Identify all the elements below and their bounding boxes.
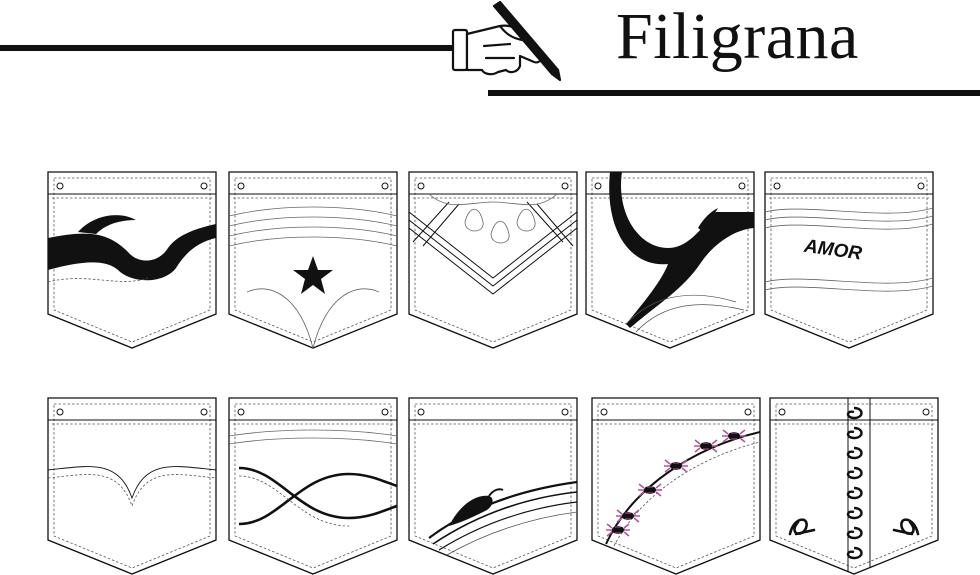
- pocket-chevron-drops: [408, 171, 578, 349]
- pocket-filigree-stripe: [769, 397, 939, 575]
- header-rule-bottom: [488, 90, 980, 96]
- hand-writing-with-pen-icon: [451, 0, 562, 82]
- pocket-tribal-wave: [47, 171, 217, 349]
- swirl-ornament-icon: [788, 518, 816, 536]
- filigree-ornament-icon: [846, 406, 863, 560]
- pocket-amor: AMOR: [764, 171, 934, 349]
- pocket-crossing-waves: [228, 397, 398, 575]
- pocket-chili: [408, 397, 578, 575]
- pocket-pointed-seam: [47, 397, 217, 575]
- pocket-tribal-hook: [585, 171, 755, 349]
- chili-pepper-icon: [449, 488, 504, 526]
- brand-title: Filigrana: [616, 0, 859, 73]
- pocket-star: [228, 171, 398, 349]
- star-icon: [293, 256, 333, 294]
- header-rule-top: [0, 45, 455, 51]
- swirl-ornament-icon: [892, 518, 920, 536]
- pocket-spiders: [591, 397, 761, 575]
